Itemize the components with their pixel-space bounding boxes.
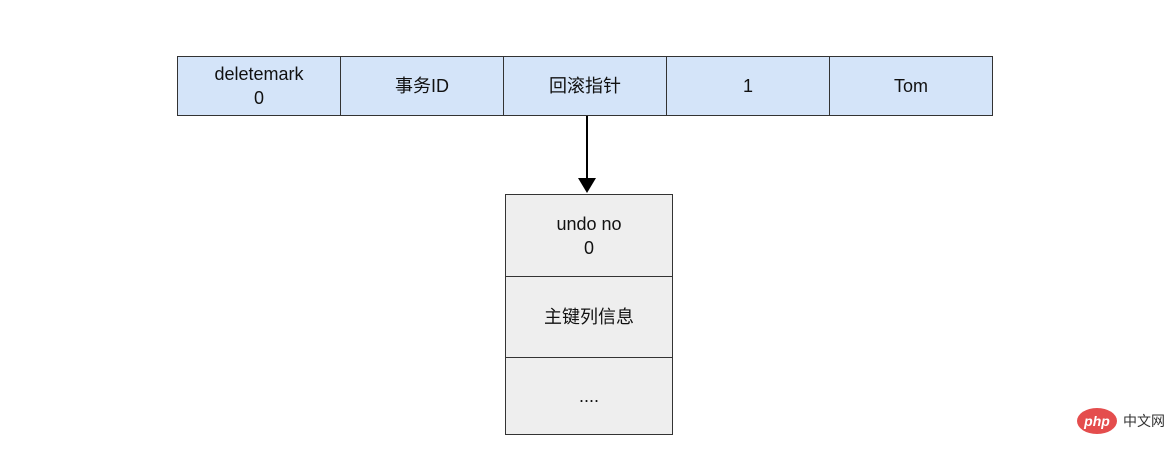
undo-no-cell: undo no 0 [505,194,673,277]
rollback-pointer-cell: 回滚指针 [503,56,667,116]
primary-key-info-cell: 主键列信息 [505,276,673,358]
record-row: deletemark 0 事务ID 回滚指针 1 Tom [177,56,993,116]
undo-log-record: undo no 0 主键列信息 .... [505,194,673,435]
id-value-cell: 1 [666,56,830,116]
ellipsis-cell: .... [505,357,673,435]
deletemark-cell: deletemark 0 [177,56,341,116]
watermark-site-text: 中文网 [1123,413,1165,429]
rollback-pointer-arrow [578,116,596,193]
php-logo: php [1077,408,1117,434]
watermark: php 中文网 [1077,408,1165,434]
name-value-cell: Tom [829,56,993,116]
transaction-id-cell: 事务ID [340,56,504,116]
